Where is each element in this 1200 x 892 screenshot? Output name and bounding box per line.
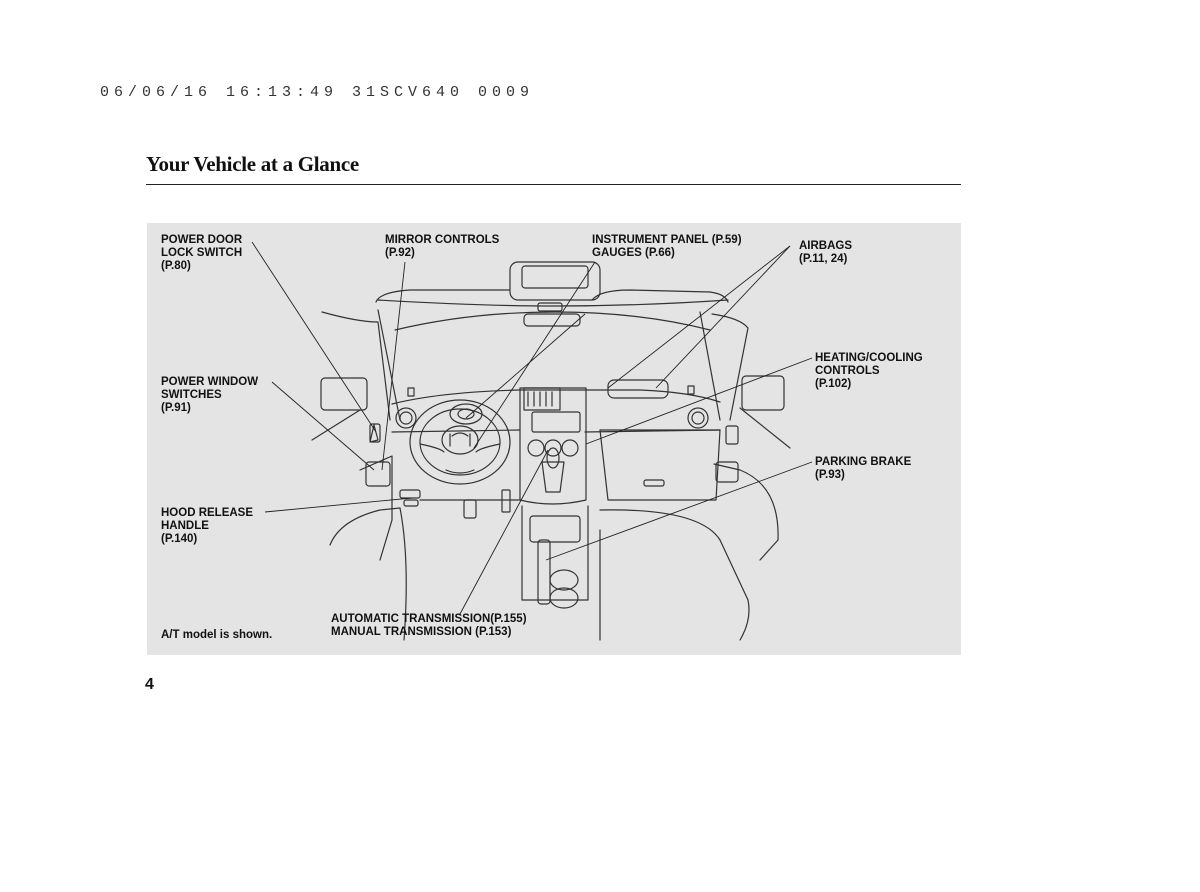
hood-release-label: HOOD RELEASE HANDLE (P.140) — [161, 507, 253, 546]
label-line: POWER WINDOW — [161, 376, 259, 388]
page-ref: (P.80) — [161, 260, 191, 272]
title-rule — [146, 184, 961, 185]
parking-brake-label: PARKING BRAKE (P.93) — [815, 456, 911, 482]
page-ref: (P.102) — [815, 378, 852, 390]
dashboard-illustration — [251, 241, 813, 641]
heating-cooling-label: HEATING/COOLING CONTROLS (P.102) — [815, 352, 923, 391]
label-line: AIRBAGS — [799, 240, 853, 252]
label-line: GAUGES (P.66) — [592, 247, 675, 259]
power-window-label: POWER WINDOW SWITCHES (P.91) — [161, 376, 258, 415]
figure-panel — [147, 223, 961, 655]
airbags-label: AIRBAGS (P.11, 24) — [799, 240, 852, 266]
label-line: SWITCHES — [161, 389, 222, 401]
label-line: MANUAL TRANSMISSION (P.153) — [331, 626, 512, 638]
page-ref: (P.140) — [161, 533, 198, 545]
label-line: AUTOMATIC TRANSMISSION(P.155) — [331, 613, 527, 625]
mirror-controls-label: MIRROR CONTROLS (P.92) — [385, 234, 499, 260]
label-line: CONTROLS — [815, 365, 880, 377]
page-ref: (P.92) — [385, 247, 415, 259]
label-line: MIRROR CONTROLS — [385, 234, 500, 246]
page-ref: (P.91) — [161, 402, 191, 414]
page-number: 4 — [145, 676, 154, 693]
page-ref: (P.11, 24) — [799, 253, 848, 265]
power-door-lock-label: POWER DOOR LOCK SWITCH (P.80) — [161, 234, 242, 273]
model-note: A/T model is shown. — [161, 629, 273, 641]
label-line: HOOD RELEASE — [161, 507, 254, 519]
page-ref: (P.93) — [815, 469, 845, 481]
print-stamp: 06/06/16 16:13:49 31SCV640 0009 — [100, 84, 535, 101]
label-line: PARKING BRAKE — [815, 456, 912, 468]
label-line: HEATING/COOLING — [815, 352, 923, 364]
label-line: LOCK SWITCH — [161, 247, 243, 259]
instrument-panel-label: INSTRUMENT PANEL (P.59) GAUGES (P.66) — [592, 234, 742, 260]
label-line: POWER DOOR — [161, 234, 243, 246]
label-line: INSTRUMENT PANEL (P.59) — [592, 234, 742, 246]
page-title: Your Vehicle at a Glance — [146, 152, 359, 176]
label-line: HANDLE — [161, 520, 209, 532]
transmission-label: AUTOMATIC TRANSMISSION(P.155) MANUAL TRA… — [331, 613, 527, 639]
